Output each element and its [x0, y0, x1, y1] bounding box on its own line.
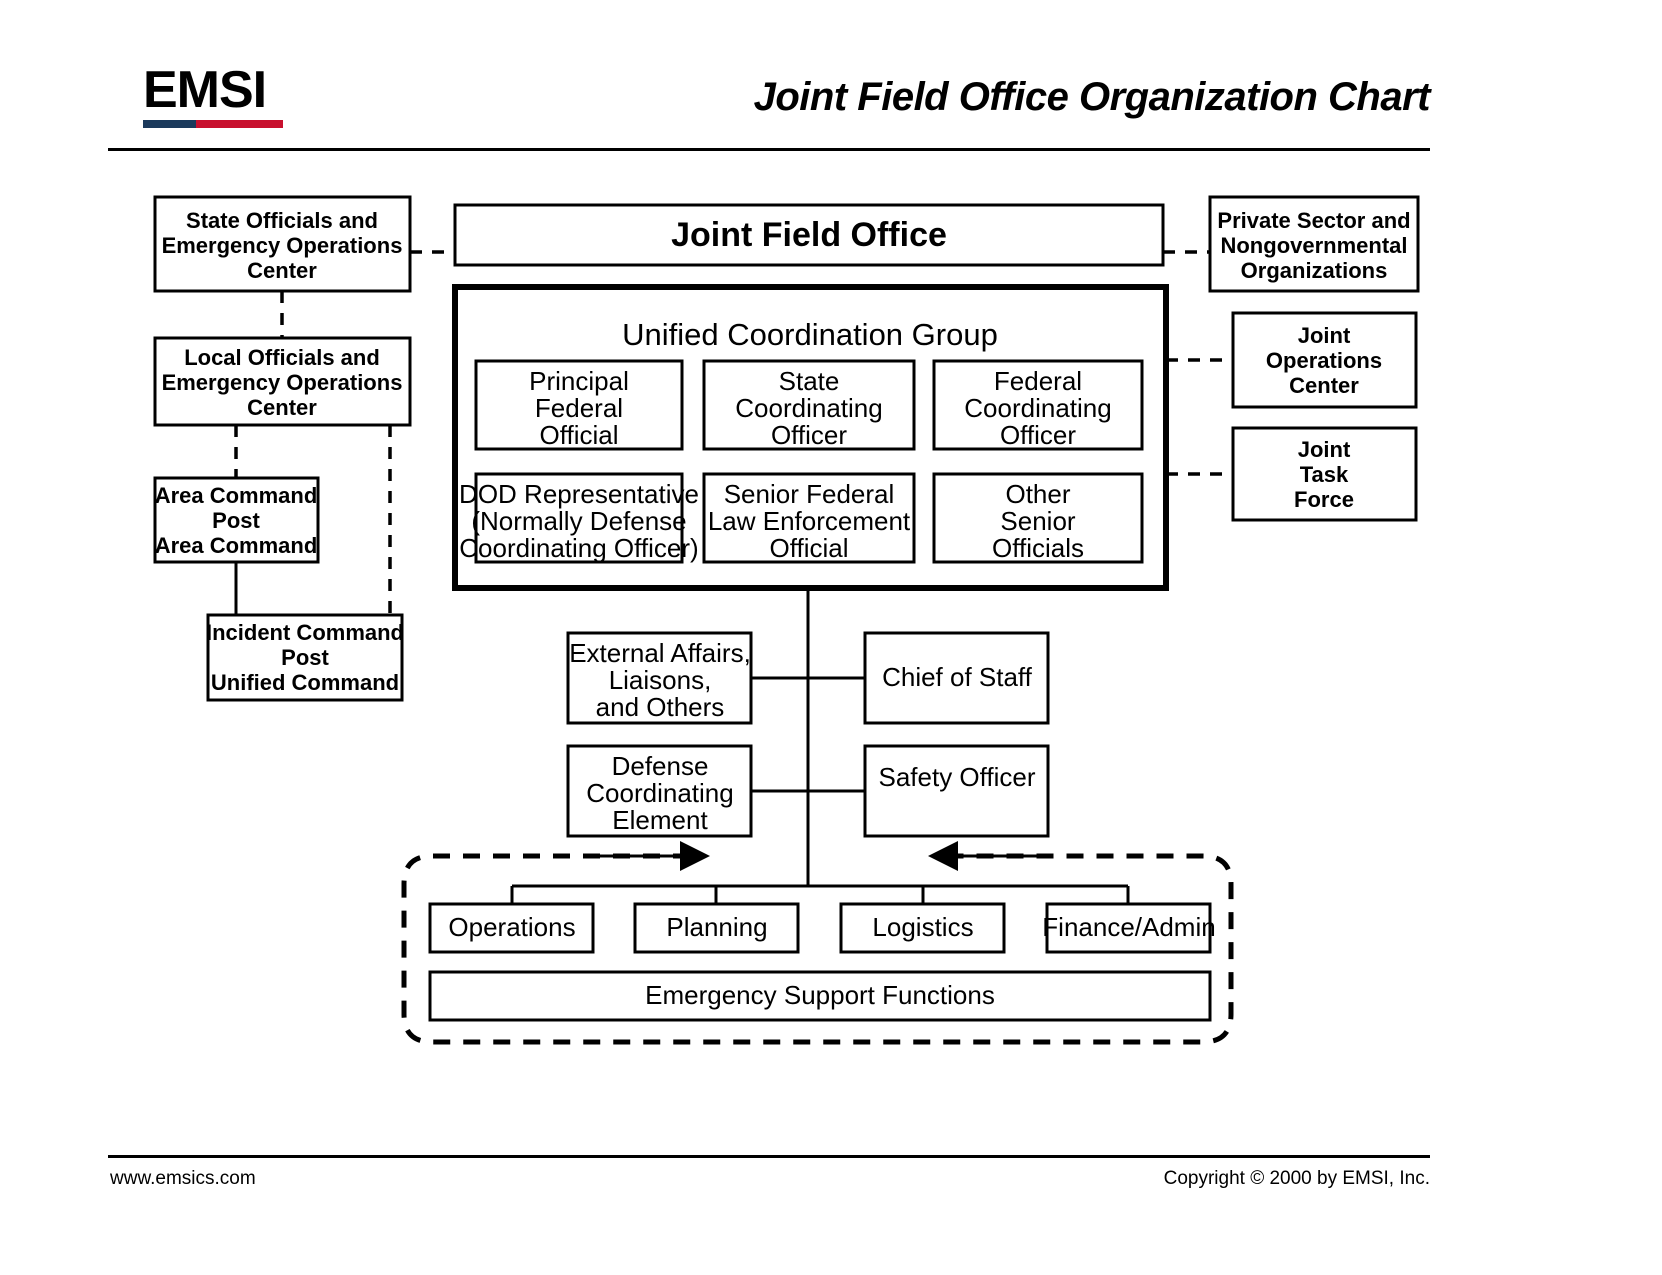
box-external-affairs[interactable] [566, 631, 753, 725]
box-state-officials-line-1: State Officials and [186, 208, 378, 233]
box-local-officials-line-3: Center [247, 395, 317, 420]
box-finance-admin[interactable] [1045, 902, 1212, 954]
box-area-command-line-1: Area Command [155, 483, 318, 508]
box-incident-command-line-1: Incident Command [206, 620, 404, 645]
chief-of-staff-label: Chief of Staff [882, 662, 1033, 692]
box-state-officials-line-3: Center [247, 258, 317, 283]
box-operations[interactable] [428, 902, 595, 954]
emsi-logo-bar-red [196, 120, 283, 128]
operations-label: Operations [448, 912, 575, 942]
dod-line-1: DOD Representative [459, 479, 699, 509]
external-affairs-line-2: Liaisons, [609, 665, 712, 695]
dod-line-3: Coordinating Officer) [459, 533, 698, 563]
defense-element-line-1: Defense [612, 751, 709, 781]
ucg-heading: Unified Coordination Group [622, 317, 998, 352]
box-local-officials-line-2: Emergency Operations [162, 370, 403, 395]
box-safety-officer[interactable] [863, 744, 1050, 838]
pfo-line-3: Official [540, 420, 619, 450]
defense-element-line-2: Coordinating [586, 778, 733, 808]
header-divider [108, 148, 1430, 151]
box-other-senior-officials[interactable] [932, 472, 1144, 564]
oso-line-2: Senior [1000, 506, 1075, 536]
box-logistics[interactable] [839, 902, 1006, 954]
box-joint-field-office-label: Joint Field Office [671, 216, 947, 254]
box-joc-line-2: Operations [1266, 348, 1382, 373]
box-principal-federal-official[interactable] [474, 359, 684, 451]
sco-line-3: Officer [771, 420, 847, 450]
external-affairs-line-1: External Affairs, [569, 638, 751, 668]
safety-officer-label: Safety Officer [878, 762, 1035, 792]
box-defense-coordinating-element[interactable] [566, 744, 753, 838]
box-incident-command-line-2: Post [281, 645, 329, 670]
sco-line-2: Coordinating [735, 393, 882, 423]
dod-line-2: (Normally Defense [471, 506, 686, 536]
emergency-support-functions-label: Emergency Support Functions [645, 980, 995, 1010]
box-local-officials[interactable] [153, 336, 412, 427]
finance-admin-label: Finance/Admin [1042, 912, 1215, 942]
box-joint-task-force[interactable] [1231, 426, 1418, 522]
fco-line-1: Federal [994, 366, 1082, 396]
sfleo-line-1: Senior Federal [724, 479, 895, 509]
box-joint-operations-center[interactable] [1231, 311, 1418, 409]
box-area-command-line-2: Post [212, 508, 260, 533]
box-incident-command-line-3: Unified Command [211, 670, 399, 695]
fco-line-2: Coordinating [964, 393, 1111, 423]
box-joc-line-1: Joint [1298, 323, 1351, 348]
box-planning[interactable] [633, 902, 800, 954]
page-title: Joint Field Office Organization Chart [753, 75, 1431, 119]
box-private-sector-line-1: Private Sector and [1217, 208, 1410, 233]
box-private-sector-line-2: Nongovernmental [1220, 233, 1407, 258]
box-local-officials-line-1: Local Officials and [184, 345, 380, 370]
pfo-line-2: Federal [535, 393, 623, 423]
sfleo-line-3: Official [770, 533, 849, 563]
box-federal-coordinating-officer[interactable] [932, 359, 1144, 451]
sfleo-line-2: Law Enforcement [708, 506, 911, 536]
box-dod-representative[interactable] [474, 472, 684, 564]
box-state-coordinating-officer[interactable] [702, 359, 916, 451]
external-affairs-line-3: and Others [596, 692, 725, 722]
emsi-logo: EMSI [143, 64, 288, 128]
box-jtf-line-3: Force [1294, 487, 1354, 512]
box-private-sector-line-3: Organizations [1241, 258, 1388, 283]
planning-label: Planning [666, 912, 767, 942]
oso-line-3: Officials [992, 533, 1084, 563]
defense-element-line-3: Element [612, 805, 708, 835]
box-joint-field-office[interactable] [453, 203, 1165, 267]
box-chief-of-staff[interactable] [863, 631, 1050, 725]
box-emergency-support-functions[interactable] [428, 970, 1212, 1022]
box-jtf-line-2: Task [1300, 462, 1349, 487]
footer-copyright: Copyright © 2000 by EMSI, Inc. [1163, 1168, 1430, 1189]
pfo-line-1: Principal [529, 366, 629, 396]
footer-website[interactable]: www.emsics.com [110, 1168, 256, 1189]
box-area-command-line-3: Area Command [155, 533, 318, 558]
box-joc-line-3: Center [1289, 373, 1359, 398]
box-incident-command[interactable] [206, 613, 404, 702]
sco-line-1: State [779, 366, 840, 396]
logistics-label: Logistics [872, 912, 973, 942]
oso-line-1: Other [1005, 479, 1070, 509]
box-senior-federal-law-enforcement-official[interactable] [702, 472, 916, 564]
emsi-logo-bar-blue [143, 120, 197, 128]
box-state-officials-line-2: Emergency Operations [162, 233, 403, 258]
box-state-officials[interactable] [153, 195, 412, 293]
fco-line-3: Officer [1000, 420, 1076, 450]
emsi-logo-text: EMSI [143, 61, 267, 119]
emsi-logo-bar [143, 120, 283, 128]
footer-divider [108, 1155, 1430, 1158]
box-jtf-line-1: Joint [1298, 437, 1351, 462]
box-area-command[interactable] [153, 476, 320, 564]
box-private-sector[interactable] [1208, 195, 1420, 293]
